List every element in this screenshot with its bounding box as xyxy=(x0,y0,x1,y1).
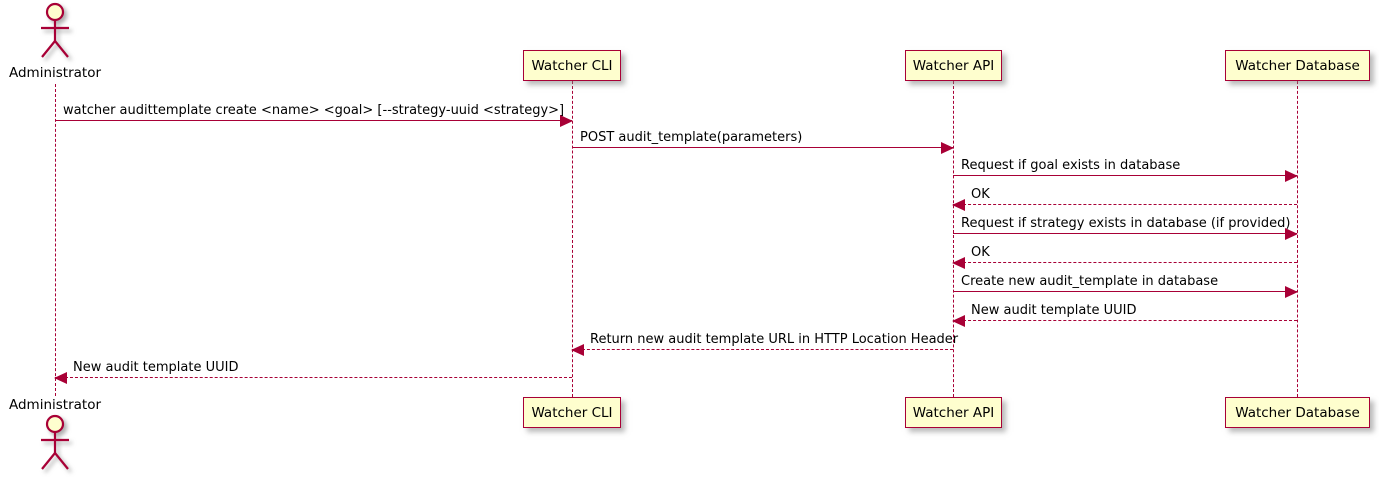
message-line xyxy=(55,115,573,127)
participant-watcher-api-bottom: Watcher API xyxy=(905,397,1002,428)
message-line xyxy=(952,199,1297,211)
arrowhead-icon xyxy=(952,257,965,269)
arrowhead-icon xyxy=(941,142,954,154)
message-line xyxy=(953,286,1298,298)
message-new-uuid-from-db: New audit template UUID xyxy=(952,303,1297,327)
message-label: Request if strategy exists in database (… xyxy=(961,216,1291,231)
message-label: New audit template UUID xyxy=(73,360,239,375)
message-goal-ok: OK xyxy=(952,187,1297,211)
message-label: Create new audit_template in database xyxy=(961,274,1219,289)
message-strategy-ok: OK xyxy=(952,245,1297,269)
participant-watcher-database-top: Watcher Database xyxy=(1225,50,1370,81)
arrowhead-icon xyxy=(952,315,965,327)
arrowhead-icon xyxy=(1285,228,1298,240)
arrowhead-icon xyxy=(1285,286,1298,298)
message-request-strategy-exists: Request if strategy exists in database (… xyxy=(953,216,1298,240)
message-label: New audit template UUID xyxy=(971,303,1137,318)
message-create-in-database: Create new audit_template in database xyxy=(953,274,1298,298)
message-new-uuid-to-admin: New audit template UUID xyxy=(54,360,572,384)
participant-watcher-api-top: Watcher API xyxy=(905,50,1002,81)
message-label: OK xyxy=(971,187,990,202)
arrowhead-icon xyxy=(952,199,965,211)
message-line xyxy=(571,344,953,356)
actor-administrator-label-bottom: Administrator xyxy=(8,397,102,413)
message-label: Return new audit template URL in HTTP Lo… xyxy=(590,332,959,347)
message-label: watcher audittemplate create <name> <goa… xyxy=(63,103,565,118)
participant-watcher-cli-top: Watcher CLI xyxy=(523,50,621,81)
message-label: OK xyxy=(971,245,990,260)
message-line xyxy=(54,372,572,384)
lifeline-watcher-api xyxy=(953,81,954,397)
lifeline-administrator xyxy=(55,84,56,396)
message-label: Request if goal exists in database xyxy=(961,158,1181,173)
actor-administrator-icon-bottom xyxy=(41,414,69,470)
participant-watcher-database-bottom: Watcher Database xyxy=(1225,397,1370,428)
participant-watcher-cli-bottom: Watcher CLI xyxy=(523,397,621,428)
message-post-audit-template: POST audit_template(parameters) xyxy=(572,130,954,154)
arrowhead-icon xyxy=(571,344,584,356)
arrowhead-icon xyxy=(560,115,573,127)
actor-administrator-label-top: Administrator xyxy=(8,65,102,81)
message-line xyxy=(953,228,1298,240)
message-line xyxy=(952,315,1297,327)
arrowhead-icon xyxy=(54,372,67,384)
actor-administrator-icon xyxy=(41,2,69,58)
lifeline-watcher-cli xyxy=(572,81,573,397)
message-line xyxy=(953,170,1298,182)
message-label: POST audit_template(parameters) xyxy=(580,130,803,145)
arrowhead-icon xyxy=(1285,170,1298,182)
message-request-goal-exists: Request if goal exists in database xyxy=(953,158,1298,182)
message-return-url-location-header: Return new audit template URL in HTTP Lo… xyxy=(571,332,959,356)
message-create-audittemplate: watcher audittemplate create <name> <goa… xyxy=(55,103,573,127)
message-line xyxy=(952,257,1297,269)
message-line xyxy=(572,142,954,154)
